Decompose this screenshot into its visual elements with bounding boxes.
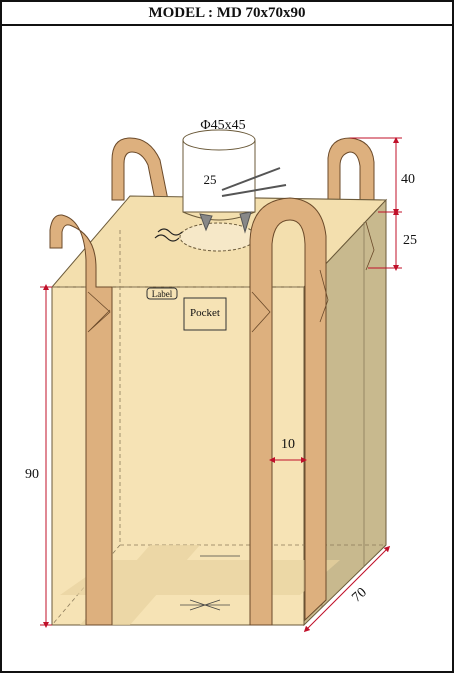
label-tag-text: Label	[152, 289, 173, 299]
label-tag	[146, 287, 178, 300]
back-left-loop	[111, 137, 169, 201]
depth-dimension	[303, 545, 391, 633]
top-spout	[154, 129, 287, 252]
spout-height-label: 25	[204, 172, 217, 187]
front-left-loop	[49, 214, 113, 626]
model-title: MODEL : MD 70x70x90	[2, 2, 452, 26]
loop-stitching	[87, 221, 375, 333]
loop-height-label: 40	[401, 172, 415, 187]
depth-label: 70	[349, 585, 369, 606]
pocket-label: Pocket	[190, 307, 220, 319]
spout-diameter-label: Φ45x45	[200, 118, 245, 133]
loop-width-label: 10	[281, 437, 295, 452]
bottom-stitch-marks	[180, 555, 240, 611]
height-label: 90	[25, 467, 39, 482]
back-right-loop	[327, 137, 375, 206]
dimension-lines	[40, 137, 402, 633]
document-pocket	[183, 297, 227, 331]
loop-base-label: 25	[403, 233, 417, 248]
